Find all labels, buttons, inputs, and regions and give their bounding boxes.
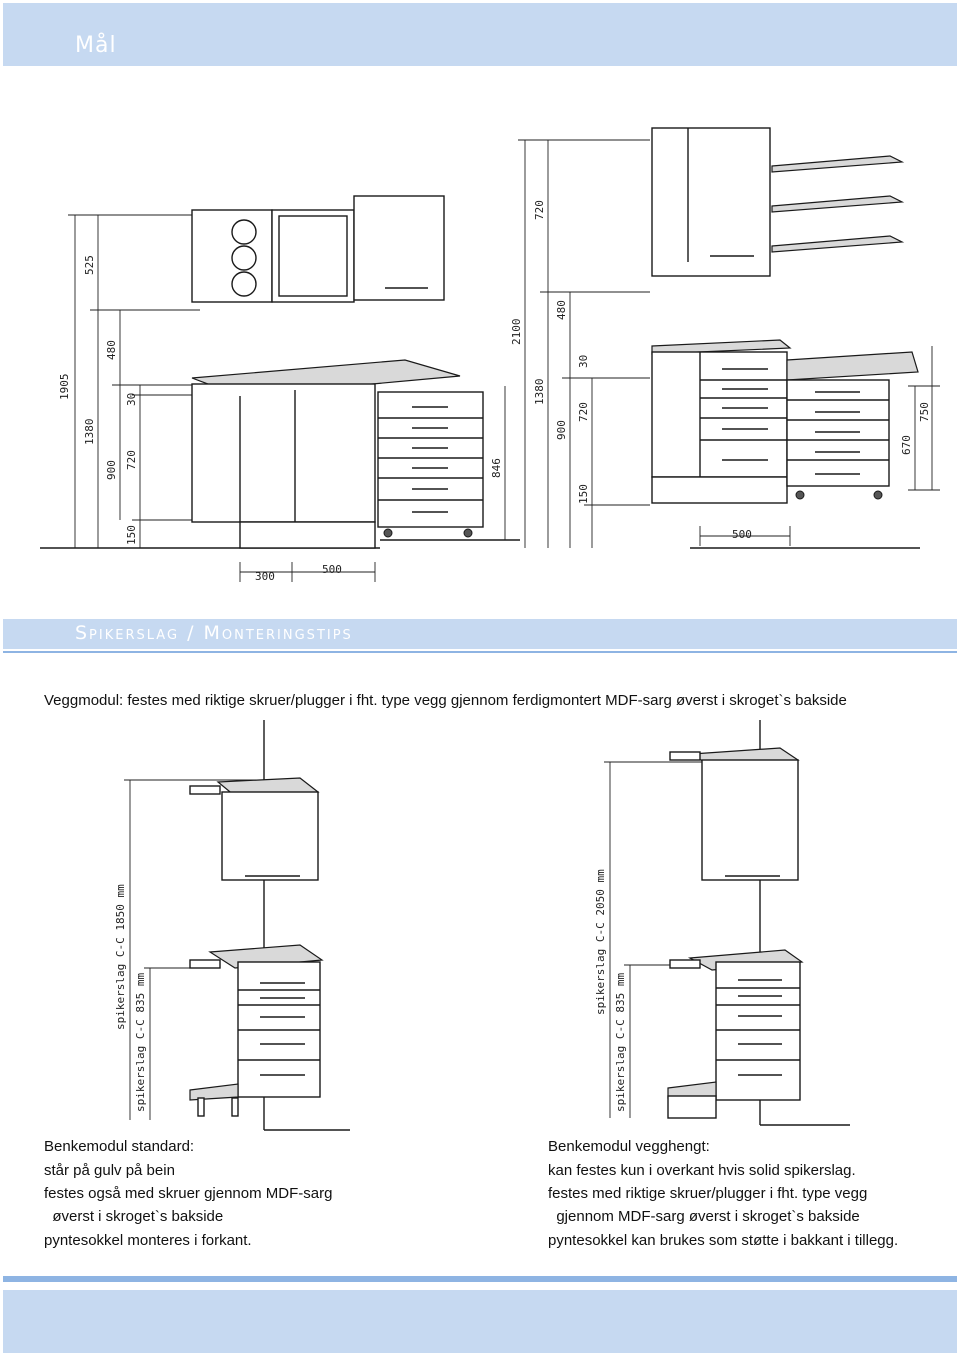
intro-text: Veggmodul: festes med riktige skruer/plu… <box>44 692 847 709</box>
benk-standard-line: festes også med skruer gjennom MDF-sarg <box>44 1185 333 1202</box>
dim-750: 750 <box>918 402 931 422</box>
mal-title: Mål <box>75 33 117 58</box>
spikerslag-rule <box>3 651 957 653</box>
benk-vegghengt-line: gjennom MDF-sarg øverst i skroget`s baks… <box>548 1208 860 1225</box>
dim-480: 480 <box>105 340 118 360</box>
dim-525: 525 <box>83 255 96 275</box>
dim-150: 150 <box>125 525 138 545</box>
dim-900: 900 <box>105 460 118 480</box>
mounting-right: spikerslag C-C 2050 mm spikerslag C-C 83… <box>594 720 850 1126</box>
base-cabinets-left <box>191 359 484 549</box>
dim-300: 300 <box>255 570 275 583</box>
spikerslag-title: Spikerslag / Monteringstips <box>75 622 353 644</box>
cabinets-right <box>651 127 919 504</box>
benk-standard-line: står på gulv på bein <box>44 1162 175 1179</box>
dim-720-mid: 720 <box>577 402 590 422</box>
benk-standard-heading: Benkemodul standard: <box>44 1138 195 1155</box>
mal-header-band: Mål <box>3 3 957 66</box>
footer-band <box>3 1290 957 1353</box>
dim-670: 670 <box>900 435 913 455</box>
dim-1905: 1905 <box>58 374 71 401</box>
left-dimension-labels: 1905 525 1380 480 900 30 720 150 300 500 <box>58 255 342 583</box>
dim-30-mid: 30 <box>577 355 590 368</box>
benk-standard-line: pyntesokkel monteres i forkant. <box>44 1232 252 1249</box>
dim-500: 500 <box>322 563 342 576</box>
dim-2100: 2100 <box>510 319 523 346</box>
benk-vegghengt-heading: Benkemodul vegghengt: <box>548 1138 710 1155</box>
dim-900-mid: 900 <box>555 420 568 440</box>
wall-cabinets-left <box>191 195 445 303</box>
benk-vegghengt-line: kan festes kun i overkant hvis solid spi… <box>548 1162 856 1179</box>
dim-1380-mid: 1380 <box>533 379 546 406</box>
benk-vegghengt-line: pyntesokkel kan brukes som støtte i bakk… <box>548 1232 899 1249</box>
dim-1380: 1380 <box>83 419 96 446</box>
spikerslag-right-inner: spikerslag C-C 835 mm <box>614 973 627 1112</box>
dim-150-mid: 150 <box>577 484 590 504</box>
dim-720: 720 <box>125 450 138 470</box>
spikerslag-header-band: Spikerslag / Monteringstips <box>3 619 957 649</box>
mounting-left: spikerslag C-C 1850 mm spikerslag C-C 83… <box>114 720 350 1131</box>
benk-vegghengt-line: festes med riktige skruer/plugger i fht.… <box>548 1185 868 1202</box>
mid-dimension-lines <box>504 139 650 548</box>
dim-480-mid: 480 <box>555 300 568 320</box>
left-dimension-lines <box>68 214 376 582</box>
spikerslag-left-outer: spikerslag C-C 1850 mm <box>114 884 127 1030</box>
dim-846: 846 <box>490 458 503 478</box>
benk-standard-line: øverst i skroget`s bakside <box>44 1208 224 1225</box>
dim-30: 30 <box>125 393 138 406</box>
mid-dimension-labels: 846 2100 720 1380 480 30 900 720 150 <box>490 200 590 504</box>
dimension-drawing: 1905 525 1380 480 900 30 720 150 300 500 <box>40 127 940 583</box>
right-dimension-labels: 500 750 670 <box>732 402 931 541</box>
right-dimension-lines <box>699 346 940 546</box>
dim-500-right: 500 <box>732 528 752 541</box>
dim-720-top: 720 <box>533 200 546 220</box>
spikerslag-right-outer: spikerslag C-C 2050 mm <box>594 869 607 1015</box>
spikerslag-left-inner: spikerslag C-C 835 mm <box>134 973 147 1112</box>
footer-rule <box>3 1276 957 1282</box>
